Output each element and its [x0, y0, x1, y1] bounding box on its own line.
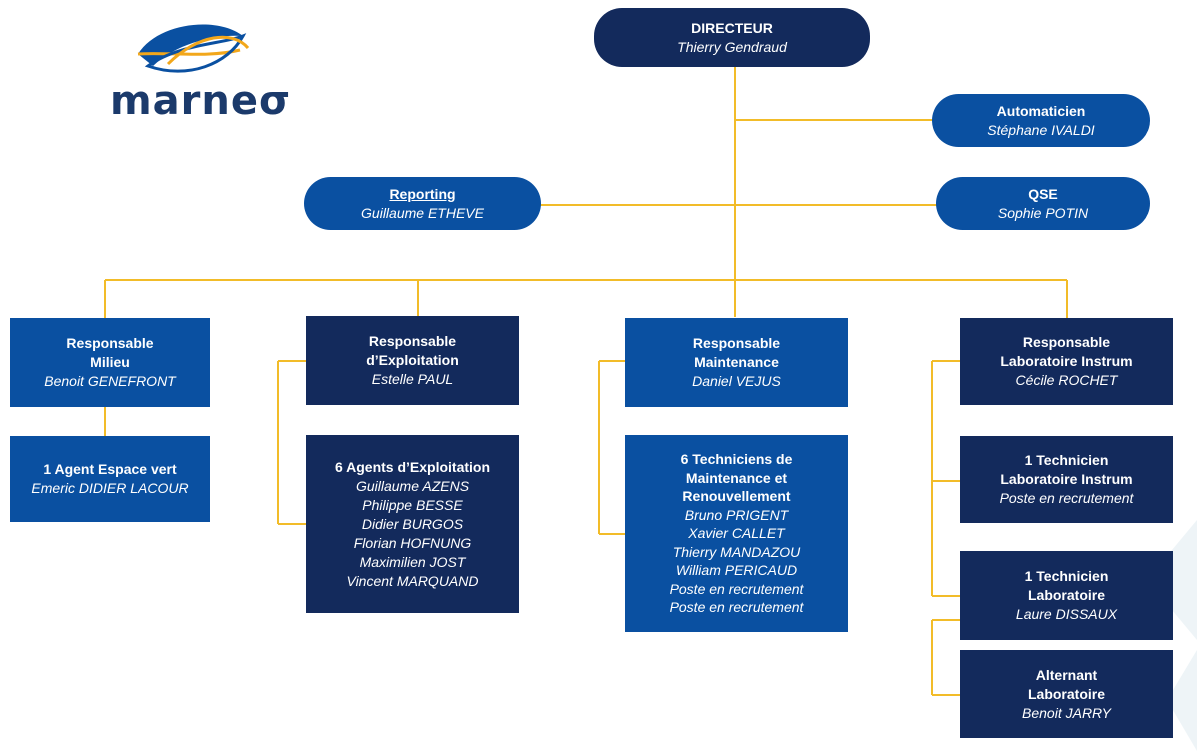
node-title: Responsable Laboratoire Instrum	[1000, 334, 1133, 369]
node-title: 1 Technicien Laboratoire	[1024, 568, 1109, 603]
directeur-node: DIRECTEUR Thierry Gendraud	[594, 8, 870, 67]
node-title: Responsable Milieu	[66, 335, 154, 370]
reporting-node: Reporting Guillaume ETHEVE	[304, 177, 541, 230]
node-name: Sophie POTIN	[997, 204, 1089, 221]
node-names: Bruno PRIGENT Xavier CALLET Thierry MAND…	[669, 506, 804, 616]
automaticien-node: Automaticien Stéphane IVALDI	[932, 94, 1150, 147]
resp-laboratoire-node: Responsable Laboratoire Instrum Cécile R…	[960, 318, 1173, 405]
node-title: QSE	[1028, 185, 1058, 202]
logo-text: marneσ	[110, 78, 292, 124]
node-names: Guillaume AZENS Philippe BESSE Didier BU…	[346, 477, 479, 589]
node-title: DIRECTEUR	[691, 19, 773, 36]
resp-maintenance-node: Responsable Maintenance Daniel VEJUS	[625, 318, 848, 407]
resp-exploitation-node: Responsable d’Exploitation Estelle PAUL	[306, 316, 519, 405]
node-name: Cécile ROCHET	[1015, 372, 1118, 388]
node-title: Alternant Laboratoire	[1027, 666, 1105, 702]
node-name: Emeric DIDIER LACOUR	[31, 480, 189, 496]
node-name: Laure DISSAUX	[1015, 606, 1118, 622]
node-title: 1 Agent Espace vert	[43, 461, 177, 477]
marneo-logo-icon	[137, 24, 250, 73]
node-name: Estelle PAUL	[371, 371, 454, 387]
tech-laboratoire-node: 1 Technicien Laboratoire Laure DISSAUX	[960, 551, 1173, 640]
agents-exploitation-node: 6 Agents d’Exploitation Guillaume AZENS …	[306, 435, 519, 613]
node-name: Stéphane IVALDI	[987, 121, 1095, 138]
qse-node: QSE Sophie POTIN	[936, 177, 1150, 230]
resp-milieu-node: Responsable Milieu Benoit GENEFRONT	[10, 318, 210, 407]
tech-labo-instrum-node: 1 Technicien Laboratoire Instrum Poste e…	[960, 436, 1173, 523]
node-title: Responsable d’Exploitation	[366, 333, 459, 368]
node-title: 6 Agents d’Exploitation	[334, 458, 491, 475]
node-name: Poste en recrutement	[999, 490, 1134, 506]
node-name: Benoit JARRY	[1022, 704, 1111, 721]
node-title: Reporting	[389, 185, 456, 202]
node-title: 6 Techniciens de Maintenance et Renouvel…	[680, 451, 793, 505]
agent-espace-vert-node: 1 Agent Espace vert Emeric DIDIER LACOUR	[10, 436, 210, 522]
node-name: Guillaume ETHEVE	[361, 204, 484, 221]
node-name: Daniel VEJUS	[692, 373, 781, 389]
node-title: 1 Technicien Laboratoire Instrum	[1000, 452, 1133, 487]
node-title: Responsable Maintenance	[692, 335, 781, 370]
node-name: Benoit GENEFRONT	[44, 373, 176, 389]
node-title: Automaticien	[996, 102, 1086, 119]
techniciens-maintenance-node: 6 Techniciens de Maintenance et Renouvel…	[625, 435, 848, 632]
node-name: Thierry Gendraud	[677, 38, 787, 55]
alternant-node: Alternant Laboratoire Benoit JARRY	[960, 650, 1173, 738]
